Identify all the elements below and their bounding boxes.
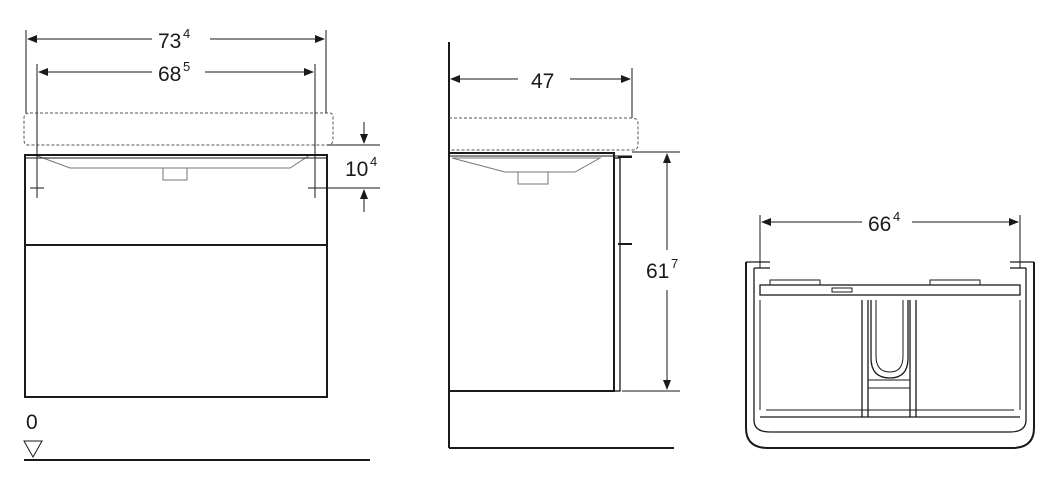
front-outer-width-label: 73 — [158, 30, 181, 53]
side-height-sup: 7 — [671, 256, 678, 271]
floor-level-label: 0 — [26, 411, 38, 434]
top-inner-shell — [753, 268, 1027, 433]
side-depth-label: 47 — [531, 70, 554, 93]
front-view: 73 4 68 5 10 4 0 — [23, 26, 380, 461]
top-width-sup: 4 — [893, 209, 900, 224]
front-basin-bowl — [34, 154, 312, 169]
side-front-panel — [613, 157, 621, 392]
front-inner-width-sup: 5 — [183, 59, 190, 74]
top-width-label: 66 — [868, 213, 891, 236]
front-outer-width-sup: 4 — [183, 26, 190, 41]
front-drawer-height-label: 10 — [345, 158, 368, 181]
front-drawer-height-sup: 4 — [370, 154, 377, 169]
front-basin-drain — [162, 167, 188, 181]
side-basin-drain — [517, 171, 549, 185]
front-cabinet-body — [24, 154, 328, 398]
side-cabinet-body — [448, 152, 615, 392]
top-siphon-base — [867, 379, 911, 389]
floor-level-triangle-icon — [23, 440, 43, 459]
side-view: 47 61 7 — [448, 42, 680, 449]
side-basin-bowl — [451, 157, 602, 173]
top-view: 66 4 — [745, 209, 1035, 449]
top-outer-shell — [745, 262, 1035, 449]
front-inner-width-label: 68 — [158, 63, 181, 86]
side-height-label: 61 — [646, 260, 669, 283]
front-basin-outline — [23, 112, 334, 146]
top-siphon-cutout — [870, 300, 909, 379]
top-rail-clip-right — [929, 279, 981, 286]
top-siphon-cutout-inner — [875, 300, 904, 373]
top-rail-clip-center — [831, 287, 853, 293]
side-basin-outline — [449, 117, 639, 151]
top-back-rail — [759, 284, 1021, 296]
top-rail-clip-left — [769, 279, 821, 286]
